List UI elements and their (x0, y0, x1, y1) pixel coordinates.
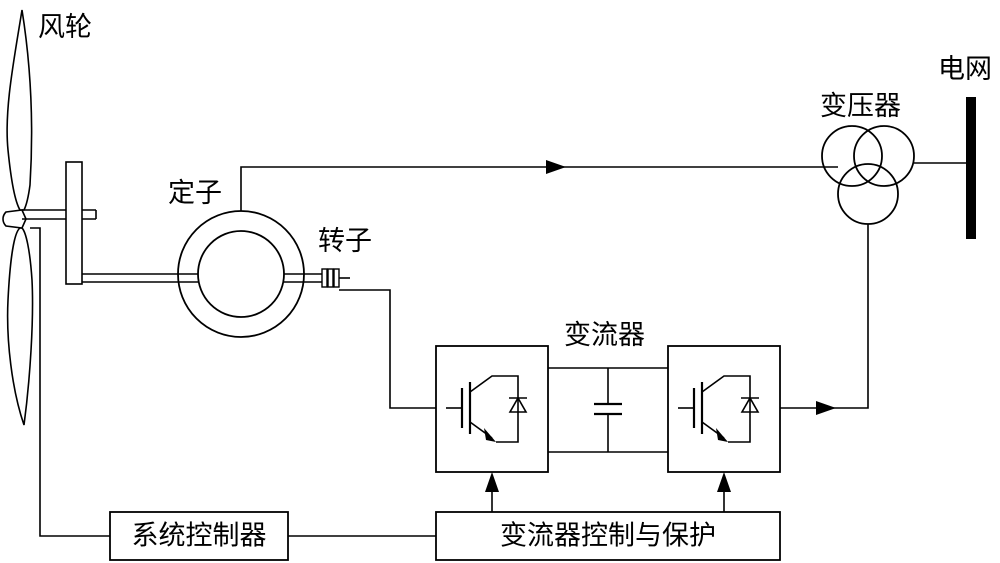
rotor-converter-control-arrow (485, 472, 499, 492)
grid-busbar (966, 97, 976, 239)
label-stator: 定子 (168, 178, 222, 209)
grid-converter-control-arrow (717, 472, 731, 492)
stator-power-line (240, 166, 838, 211)
system-controller-box (109, 511, 289, 561)
label-rotor: 转子 (318, 226, 372, 257)
label-transformer: 变压器 (820, 91, 901, 122)
slip-rings (321, 268, 350, 288)
label-grid: 电网 (938, 54, 992, 85)
rotor-power-line (339, 289, 436, 409)
generator (177, 210, 305, 338)
turbine-signal-line (30, 227, 110, 537)
label-rotor-wheel: 风轮 (38, 12, 92, 43)
converter-output-arrow (816, 401, 836, 415)
rotor-side-converter (435, 345, 549, 473)
dc-link-capacitor (548, 367, 668, 453)
transformer (821, 125, 915, 225)
converter-output-line (780, 224, 869, 409)
converter-control-box (435, 511, 781, 561)
stator-arrow (546, 160, 566, 174)
main-shaft (22, 209, 97, 220)
gearbox-plate (65, 161, 83, 285)
rotor-core (197, 230, 285, 318)
label-converter: 变流器 (564, 320, 645, 351)
label-system-controller: 系统控制器 (132, 521, 267, 552)
grid-side-converter (667, 345, 781, 473)
label-converter-control: 变流器控制与保护 (500, 521, 716, 552)
wind-rotor-blade (2, 9, 34, 426)
